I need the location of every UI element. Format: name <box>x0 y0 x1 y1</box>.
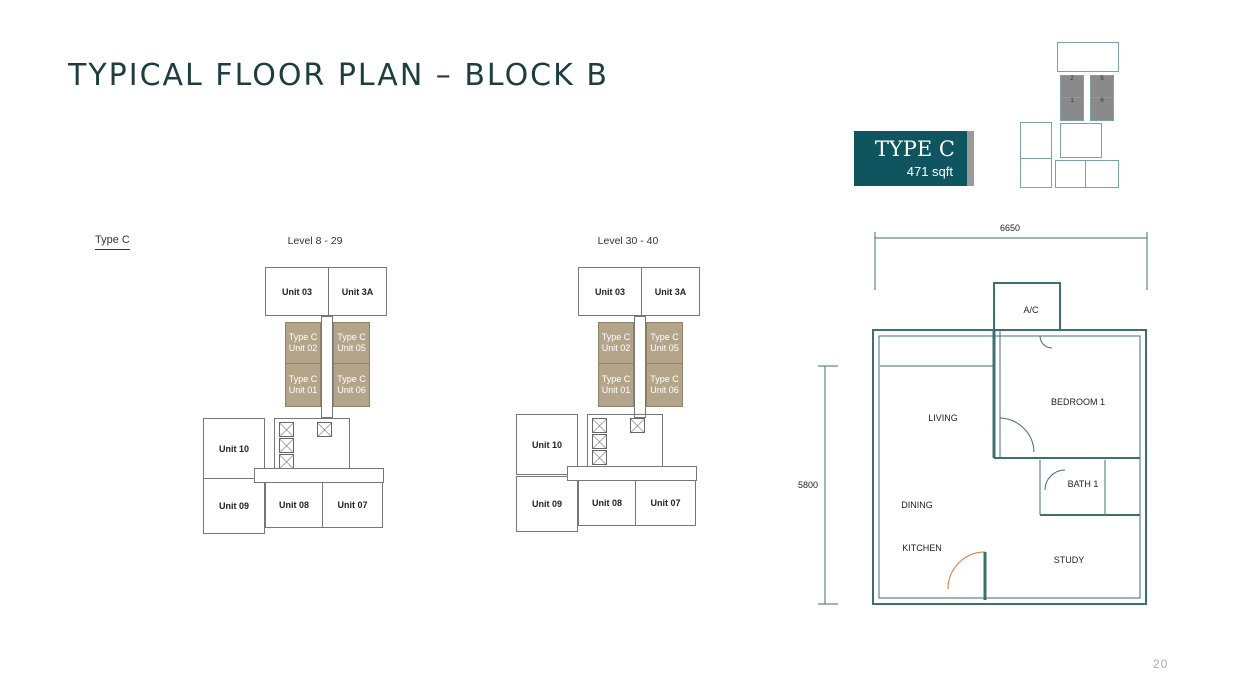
type-text: Type C <box>337 374 366 384</box>
unit-09: Unit 09 <box>203 478 265 534</box>
key-unit: 5 <box>1090 75 1114 99</box>
unit-text: Unit 05 <box>650 343 679 353</box>
key-unit: 6 <box>1090 97 1114 121</box>
unit-3a: Unit 3A <box>328 267 387 316</box>
unit-text: Unit 02 <box>601 343 631 353</box>
unit-text: Unit 06 <box>337 385 366 395</box>
unit-text: Unit 06 <box>650 385 679 395</box>
unit-3a: Unit 3A <box>641 267 700 316</box>
unit-03: Unit 03 <box>578 267 642 316</box>
unit-text: Unit 01 <box>601 385 631 395</box>
lift-core <box>274 418 350 472</box>
room-ac: A/C <box>1023 305 1039 315</box>
type-text: Type C <box>288 332 318 342</box>
page-title: TYPICAL FLOOR PLAN – BLOCK B <box>68 58 609 93</box>
type-label: Type C <box>95 234 130 250</box>
type-text: Type C <box>601 374 631 384</box>
page-number: 20 <box>1153 657 1169 671</box>
type-text: Type C <box>288 374 318 384</box>
unit-03: Unit 03 <box>265 267 329 316</box>
unit-07: Unit 07 <box>635 480 696 526</box>
unit-10: Unit 10 <box>516 414 578 475</box>
room-dining: DINING <box>901 500 933 510</box>
type-area: 471 sqft <box>906 164 953 179</box>
room-bath: BATH 1 <box>1068 479 1099 489</box>
room-kitchen: KITCHEN <box>902 543 942 553</box>
depth-dimension: 5800 <box>798 480 818 490</box>
unit-07: Unit 07 <box>322 482 383 528</box>
key-plan: 2 5 1 6 <box>1015 40 1125 200</box>
width-dimension: 6650 <box>1000 223 1020 233</box>
type-text: Type C <box>650 332 679 342</box>
room-study: STUDY <box>1054 555 1085 565</box>
unit-09: Unit 09 <box>516 476 578 532</box>
type-text: Type C <box>650 374 679 384</box>
type-badge: TYPE C 471 sqft <box>854 131 974 186</box>
type-text: Type C <box>337 332 366 342</box>
type-text: Type C <box>601 332 631 342</box>
type-name: TYPE C <box>874 137 955 161</box>
unit-text: Unit 05 <box>337 343 366 353</box>
key-unit: 2 <box>1060 75 1084 99</box>
unit-text: Unit 02 <box>288 343 318 353</box>
level-label: Level 8 - 29 <box>287 235 343 247</box>
unit-text: Unit 01 <box>288 385 318 395</box>
level-label: Level 30 - 40 <box>597 235 659 247</box>
room-living: LIVING <box>928 413 958 423</box>
key-unit: 1 <box>1060 97 1084 121</box>
unit-08: Unit 08 <box>265 482 323 528</box>
room-bedroom: BEDROOM 1 <box>1051 397 1105 407</box>
